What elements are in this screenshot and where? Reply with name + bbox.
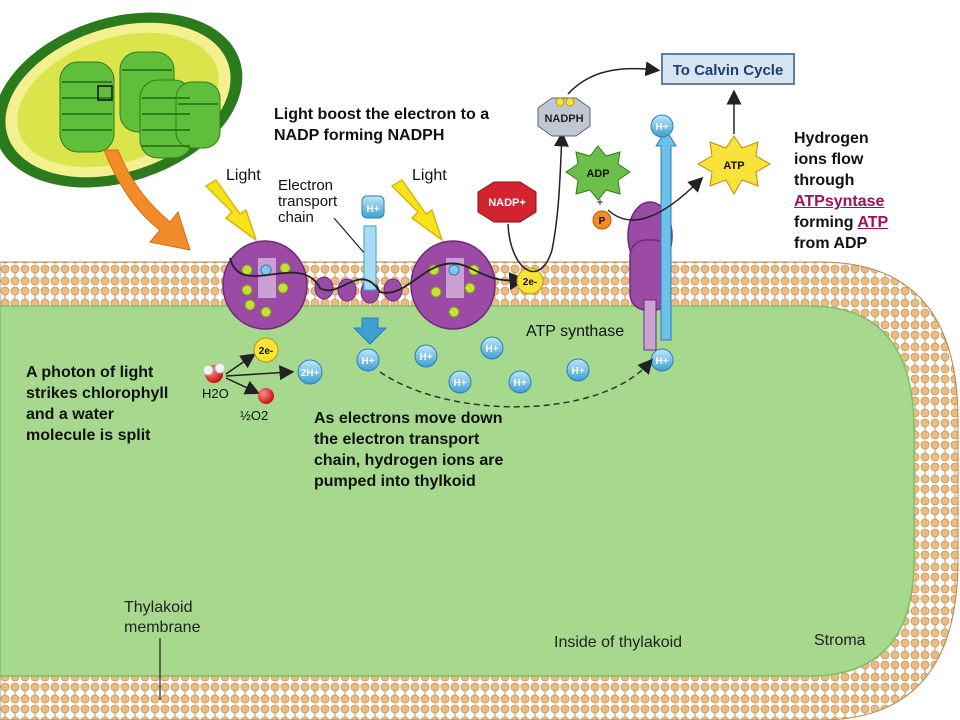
adp-burst — [565, 145, 631, 201]
water-splitting — [202, 337, 323, 404]
electrons-line-3: chain, hydrogen ions are — [314, 452, 504, 469]
zoom-arrow-icon — [103, 149, 191, 251]
nadph-label: NADPH — [544, 113, 583, 125]
etc-label-1: Electron — [278, 177, 333, 194]
electron-pair-badge — [516, 267, 544, 295]
atpsyntase-link[interactable]: ATPsyntase — [794, 193, 885, 210]
hydrogen-flow-line-6: from ADP — [794, 235, 868, 252]
proton-pump-arrow-icon — [352, 317, 388, 345]
light-boost-annotation: Light boost the electron to a NADP formi… — [274, 104, 489, 146]
h-plus-ions: H+ H+ H+ H+ H+ H+ H+ H+ H+ — [356, 114, 674, 394]
atp-link[interactable]: ATP — [857, 214, 889, 231]
photosystem-ii — [222, 240, 308, 330]
light-arrow-icon-left — [204, 178, 258, 242]
thylakoid-membrane-label-1: Thylakoid — [124, 599, 192, 616]
light-boost-line-1: Light boost the electron to a — [274, 106, 490, 123]
h-plus-ion: H+ — [361, 195, 385, 219]
plus-label: + — [596, 195, 603, 209]
proton-channel — [363, 225, 377, 291]
nadp-to-nadph-arrow — [507, 131, 569, 273]
h-plus-ion: H+ — [650, 114, 674, 138]
nadp-plus-label: NADP+ — [488, 197, 526, 209]
light-label-left: Light — [226, 167, 261, 184]
etc-label-2: transport — [278, 193, 338, 210]
light-arrow-icon-right — [390, 178, 444, 242]
svg-text:H+: H+ — [655, 122, 668, 133]
oxygen-label: ½O2 — [240, 408, 268, 423]
hydrogen-flow-line-2: ions flow — [794, 151, 864, 168]
etc-label-3: chain — [278, 209, 314, 226]
calvin-cycle-box — [661, 53, 795, 85]
svg-text:H+: H+ — [453, 378, 466, 389]
inside-thylakoid-label: Inside of thylakoid — [554, 634, 682, 651]
svg-text:H+: H+ — [361, 356, 374, 367]
electrons-line-1: As electrons move down — [314, 410, 503, 427]
calvin-cycle-label: To Calvin Cycle — [673, 62, 784, 79]
hydrogen-flow-line-3: through — [794, 172, 855, 189]
atp-burst — [696, 135, 772, 196]
phosphate-badge — [592, 210, 612, 230]
hydrogen-flow-line-1: Hydrogen — [794, 130, 869, 147]
h-plus-ion: H+ — [356, 348, 380, 372]
electron-path — [229, 257, 528, 294]
two-e-label-left: 2e- — [259, 346, 273, 357]
svg-text:H+: H+ — [419, 352, 432, 363]
atp-label: ATP — [723, 160, 744, 172]
nadp-plus-hexagon — [477, 181, 537, 223]
photon-annotation: A photon of light strikes chlorophyll an… — [26, 362, 168, 446]
thylakoid-membrane-label-2: membrane — [124, 619, 201, 636]
two-e-label-right: 2e- — [523, 277, 537, 288]
h-plus-ion: H+ — [448, 370, 472, 394]
light-label-right: Light — [412, 167, 447, 184]
h-plus-ion: H+ — [566, 358, 590, 382]
adp-label: ADP — [586, 168, 609, 180]
chloroplast-illustration — [0, 12, 243, 188]
svg-text:H+: H+ — [571, 366, 584, 377]
h-plus-ion: H+ — [414, 344, 438, 368]
svg-text:H+: H+ — [485, 344, 498, 355]
thylakoid-lumen — [0, 305, 915, 677]
nadph-hexagon — [537, 97, 591, 137]
stroma-label: Stroma — [814, 632, 866, 649]
photon-line-4: molecule is split — [26, 427, 151, 444]
svg-text:H+: H+ — [655, 356, 668, 367]
adp-to-atp-arrow — [607, 176, 704, 221]
h-plus-ion: H+ — [508, 370, 532, 394]
atp-synthase-label: ATP synthase — [526, 323, 624, 340]
hydrogen-flow-annotation: Hydrogen ions flow through ATPsyntase fo… — [794, 128, 888, 254]
light-boost-line-2: NADP forming NADPH — [274, 127, 445, 144]
water-label: H2O — [202, 386, 229, 401]
phosphate-label: P — [599, 216, 606, 227]
photosystem-i — [410, 240, 496, 330]
proton-flow-path — [379, 358, 653, 408]
photon-line-2: strikes chlorophyll — [26, 385, 169, 402]
electrons-line-2: the electron transport — [314, 431, 480, 448]
svg-text:H+: H+ — [366, 204, 379, 215]
nadph-to-calvin-arrow — [567, 61, 661, 95]
hydrogen-flow-forming: forming — [794, 214, 858, 231]
two-h-plus-label: 2H+ — [301, 368, 320, 379]
h-plus-ion: H+ — [650, 348, 674, 372]
svg-text:H+: H+ — [513, 378, 526, 389]
photon-line-1: A photon of light — [26, 364, 154, 381]
photon-line-3: and a water — [26, 406, 115, 423]
electrons-line-4: pumped into thylkoid — [314, 473, 476, 490]
electrons-annotation: As electrons move down the electron tran… — [314, 408, 503, 492]
h-plus-ion: H+ — [480, 336, 504, 360]
